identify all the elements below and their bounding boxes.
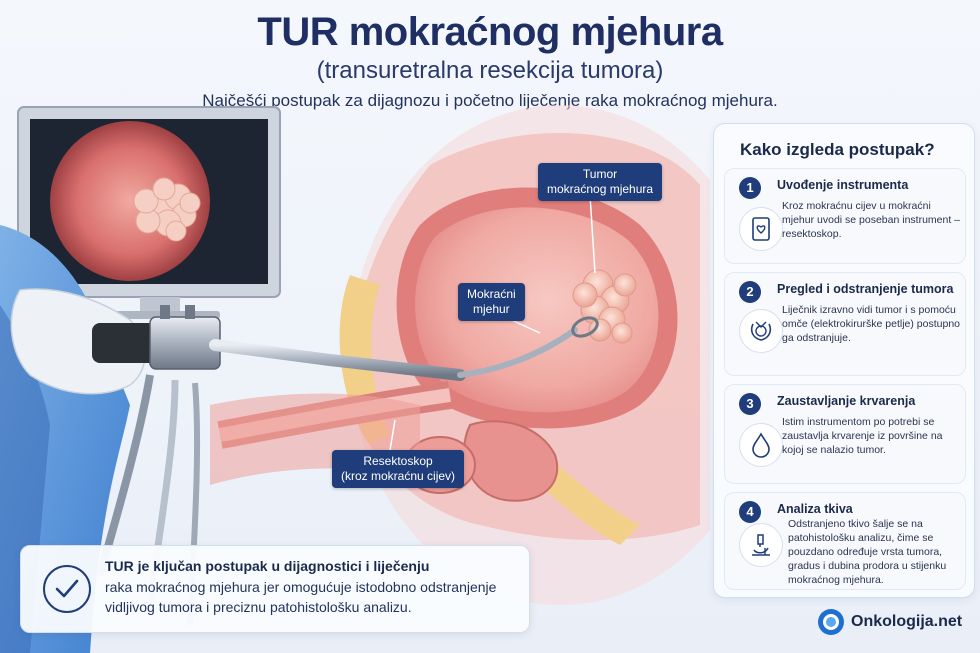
step-1: 1 Uvođenje instrumenta Kroz mokraćnu cij… — [724, 168, 966, 264]
brand-logo-icon — [818, 609, 844, 635]
resectoscope-label-line1: Resektoskop — [363, 454, 433, 468]
step-2: 2 Pregled i odstranjenje tumora Liječnik… — [724, 272, 966, 376]
resectoscope-label: Resektoskop (kroz mokraćnu cijev) — [332, 450, 465, 488]
resectoscope-label-line2: (kroz mokraćnu cijev) — [341, 469, 456, 483]
step-title: Zaustavljanje krvarenja — [777, 394, 916, 408]
bladder-loop-icon — [739, 309, 783, 353]
step-number: 2 — [739, 281, 761, 303]
tumor-label-line2: mokraćnog mjehura — [547, 182, 654, 196]
procedure-steps-panel: Kako izgleda postupak? 1 Uvođenje instru… — [713, 123, 975, 598]
panel-title: Kako izgleda postupak? — [740, 140, 935, 159]
header: TUR mokraćnog mjehura (transuretralna re… — [0, 8, 980, 114]
check-circle-icon — [43, 565, 91, 613]
page-tagline: Najčešći postupak za dijagnozu i početno… — [202, 91, 778, 110]
step-description: Istim instrumentom po potrebi se zaustav… — [782, 416, 943, 456]
step-title: Pregled i odstranjenje tumora — [777, 282, 954, 296]
page-title: TUR mokraćnog mjehura — [257, 10, 723, 54]
monitor — [17, 106, 281, 319]
tablet-heart-icon — [739, 207, 783, 251]
step-number: 1 — [739, 177, 761, 199]
step-description: Kroz mokraćnu cijev u mokraćni mjehur uv… — [782, 200, 961, 240]
droplet-icon — [739, 423, 783, 467]
step-title: Uvođenje instrumenta — [777, 178, 909, 192]
note-body: raka mokraćnog mjehura jer omogućuje ist… — [105, 579, 497, 615]
step-description: Liječnik izravno vidi tumor i s pomoću o… — [782, 304, 960, 344]
step-number: 3 — [739, 393, 761, 415]
page-subtitle: (transuretralna resekcija tumora) — [316, 57, 664, 84]
bladder-label-line1: Mokraćni — [467, 287, 516, 301]
tumor-label-line1: Tumor — [582, 167, 618, 181]
brand-name: Onkologija.net — [851, 613, 963, 630]
pelvic-anatomy — [210, 132, 700, 545]
microscope-icon — [739, 523, 783, 567]
step-3: 3 Zaustavljanje krvarenja Istim instrume… — [724, 384, 966, 484]
step-title: Analiza tkiva — [777, 502, 853, 516]
step-4: 4 Analiza tkiva Odstranjeno tkivo šalje … — [724, 492, 966, 590]
tumor-label: Tumor mokraćnog mjehura — [538, 163, 663, 201]
note-heading: TUR je ključan postupak u dijagnostici i… — [105, 558, 430, 574]
brand[interactable]: Onkologija.net — [817, 607, 962, 637]
summary-note: TUR je ključan postupak u dijagnostici i… — [20, 545, 530, 633]
bladder-label-line2: mjehur — [473, 302, 510, 316]
step-number: 4 — [739, 501, 761, 523]
bladder-label: Mokraćni mjehur — [458, 283, 525, 321]
step-description: Odstranjeno tkivo šalje se na patohistol… — [788, 518, 947, 586]
